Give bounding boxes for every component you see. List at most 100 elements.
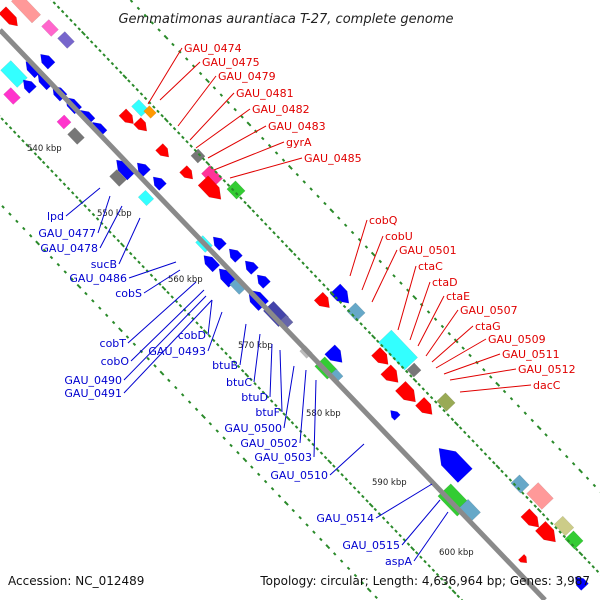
scale-tick-48 [325, 544, 331, 550]
scale-tick-72 [233, 107, 237, 112]
scale-tick-275 [193, 148, 198, 153]
scale-tick-188 [253, 382, 257, 386]
scale-tick-39 [263, 479, 268, 484]
scale-tick-220 [385, 520, 390, 525]
scale-tick-346 [487, 456, 492, 461]
forward-gene-label-15: ctaG [475, 320, 501, 333]
scale-tick-287 [243, 200, 247, 205]
scale-tick-101 [433, 317, 438, 321]
forward-gene-leader-19 [459, 384, 532, 393]
scale-tick-256 [114, 66, 119, 70]
reverse-gene-leader-2 [99, 205, 123, 249]
scale-tick-363 [558, 530, 562, 534]
scale-tick-127 [0, 117, 5, 121]
scale-tick-69 [212, 86, 217, 90]
scale-tick-121 [571, 462, 576, 466]
scale-tick-357 [533, 504, 538, 508]
scale-tick-280 [214, 170, 218, 174]
reverse-gene-label-12: btuB [212, 359, 238, 372]
scale-tick-167 [166, 290, 170, 295]
scale-tick-133 [25, 143, 29, 147]
scale-tick-232 [435, 572, 440, 577]
gene-arrow-66 [574, 576, 589, 591]
scale-tick-35 [236, 450, 240, 455]
scale-tick-163 [149, 273, 154, 278]
reverse-gene-leader-18 [313, 379, 317, 458]
gene-features [0, 0, 589, 591]
scale-tick-117 [544, 433, 548, 437]
scale-tick-282 [222, 179, 227, 183]
gene-arrow-64 [553, 515, 575, 537]
scale-tick-200 [303, 434, 307, 438]
gene-arrow-19 [152, 176, 167, 191]
genome-backbone [0, 28, 547, 600]
scale-label-550: 550 kbp [97, 209, 132, 219]
scale-tick-15 [98, 306, 102, 310]
forward-gene-label-12: ctaD [432, 276, 458, 289]
reverse-gene-leader-1 [97, 195, 111, 234]
scale-tick-259 [127, 79, 131, 83]
scale-tick-41 [277, 494, 282, 498]
scale-tick-235 [448, 585, 452, 590]
forward-gene-label-11: ctaC [418, 260, 443, 273]
scale-tick-321 [384, 348, 388, 352]
scale-tick-311 [342, 304, 347, 309]
scale-tick-212 [352, 486, 357, 490]
forward-gene-label-3: GAU_0481 [236, 87, 294, 100]
scale-tick-95 [392, 274, 396, 278]
scale-tick-268 [163, 117, 169, 123]
scale-tick-231 [431, 568, 436, 573]
gene-arrow-4 [0, 60, 28, 88]
reverse-gene-leader-17 [299, 369, 307, 444]
forward-gene-leader-12 [409, 281, 431, 341]
scale-tick-233 [439, 577, 444, 581]
scale-tick-248 [80, 30, 86, 36]
scale-label-590: 590 kbp [372, 478, 407, 488]
scale-tick-150 [95, 217, 100, 221]
forward-gene-leader-0 [147, 47, 183, 105]
gene-arrow-49 [378, 329, 418, 371]
gene-arrow-23 [118, 108, 134, 125]
forward-gene-leader-3 [189, 92, 235, 141]
scale-tick-2 [8, 212, 12, 216]
scale-tick-241 [52, 1, 57, 5]
forward-gene-label-19: dacC [533, 379, 561, 392]
scale-tick-296 [280, 239, 285, 244]
gene-arrow-7 [3, 87, 21, 105]
scale-tick-243 [60, 9, 65, 14]
gene-arrow-26 [190, 148, 206, 164]
reverse-gene-leader-15 [279, 349, 283, 413]
scale-tick-322 [388, 352, 392, 357]
scale-tick-309 [334, 296, 339, 300]
scale-tick-100 [426, 310, 431, 314]
scale-tick-166 [161, 285, 167, 291]
scale-tick-219 [381, 516, 386, 520]
scale-tick-63 [171, 42, 175, 47]
gene-arrow-50 [371, 346, 389, 365]
scale-tick-227 [414, 551, 419, 555]
scale-tick-218 [377, 512, 382, 516]
scale-tick-331 [425, 391, 430, 396]
scale-tick-54 [366, 587, 372, 593]
scale-tick-372 [595, 569, 600, 573]
reverse-gene-leader-19 [329, 443, 365, 476]
scale-tick-140 [54, 173, 58, 178]
scale-tick-58 [136, 6, 141, 11]
reverse-gene-label-1: GAU_0477 [38, 227, 96, 240]
scale-tick-24 [159, 370, 165, 376]
gene-arrow-43 [329, 283, 350, 304]
scale-tick-334 [438, 404, 442, 409]
reverse-gene-label-10: GAU_0490 [64, 374, 122, 387]
reverse-gene-leader-7 [207, 299, 213, 336]
scale-tick-20 [132, 342, 137, 347]
scale-tick-315 [359, 322, 363, 326]
scale-tick-190 [261, 390, 266, 395]
gene-arrow-65 [564, 530, 584, 550]
scale-tick-333 [433, 400, 438, 404]
scale-tick-86 [329, 208, 335, 214]
scale-tick-50 [339, 559, 344, 563]
reverse-gene-leader-0 [65, 187, 101, 217]
gene-arrow-14 [56, 114, 72, 130]
scale-tick-213 [356, 490, 361, 494]
scale-tick-9 [56, 262, 61, 267]
